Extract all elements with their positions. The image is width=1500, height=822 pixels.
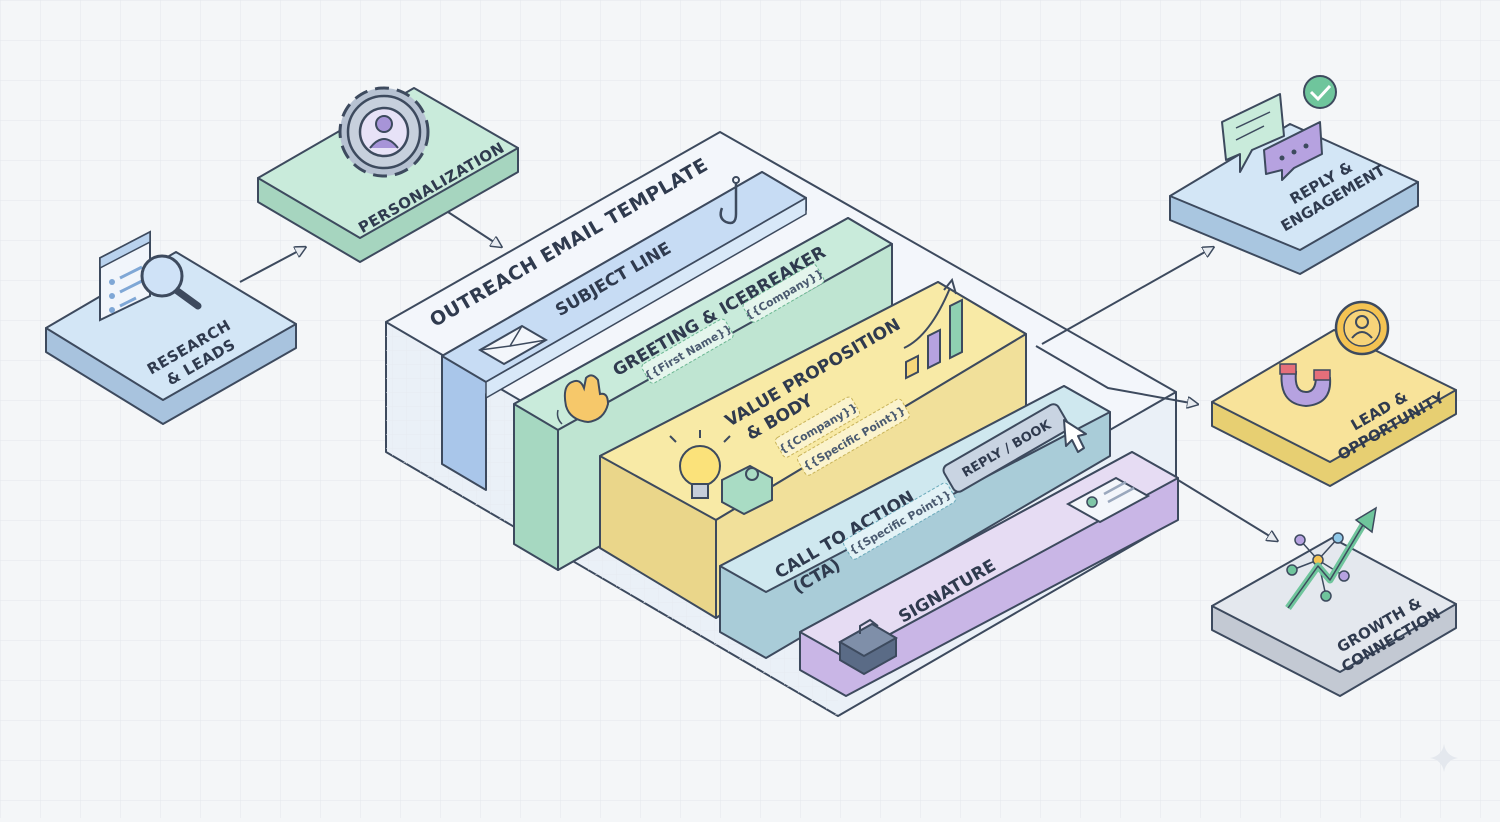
- checkmark-badge-icon: [1303, 75, 1337, 109]
- arrow-research-to-personalization: [239, 248, 304, 283]
- sparkle-icon: [1430, 744, 1458, 772]
- fishing-hook-icon: [719, 176, 740, 225]
- output-connectors: [1035, 248, 1276, 540]
- arrow-to-reply: [1041, 248, 1212, 345]
- reply-engagement-card[interactable]: REPLY & ENGAGEMENT: [1169, 75, 1419, 275]
- waving-hand-icon: [556, 374, 610, 425]
- signature-section[interactable]: SIGNATURE: [799, 451, 1179, 697]
- value-proposition-section[interactable]: VALUE PROPOSITION & BODY {{Company}} {{S…: [599, 277, 1027, 619]
- magnifier-icon: [140, 254, 202, 310]
- arrow-to-lead: [1059, 359, 1196, 404]
- id-card-icon: [1065, 476, 1151, 524]
- magnet-icon: [1279, 363, 1332, 408]
- call-to-action-section[interactable]: REPLY / BOOK CALL TO ACTION (CTA) {{Spec…: [719, 385, 1111, 659]
- lightbulb-icon: [669, 430, 731, 499]
- briefcase-icon: [837, 618, 899, 676]
- growth-connection-card[interactable]: GROWTH & CONNECTION: [1211, 506, 1457, 697]
- growth-bar-chart-icon: [903, 277, 963, 380]
- arrow-to-growth: [1177, 479, 1276, 540]
- arrow-personalization-to-template: [447, 211, 500, 246]
- personalization-card[interactable]: PERSONALIZATION: [257, 86, 519, 263]
- research-leads-card[interactable]: RESEARCH & LEADS: [45, 230, 297, 425]
- envelope-icon: [478, 324, 548, 366]
- gear-user-icon: [338, 86, 430, 178]
- cursor-arrow-icon: [1063, 419, 1087, 453]
- chat-bubbles-icon: [1221, 93, 1323, 181]
- lead-opportunity-card[interactable]: LEAD & OPPORTUNITY: [1211, 300, 1457, 487]
- coin-user-icon: [1334, 300, 1390, 356]
- puzzle-piece-icon: [721, 464, 773, 516]
- research-doc-icon: [99, 230, 151, 322]
- growth-arrow-icon: [1285, 506, 1378, 611]
- subject-line-section[interactable]: SUBJECT LINE: [441, 171, 807, 491]
